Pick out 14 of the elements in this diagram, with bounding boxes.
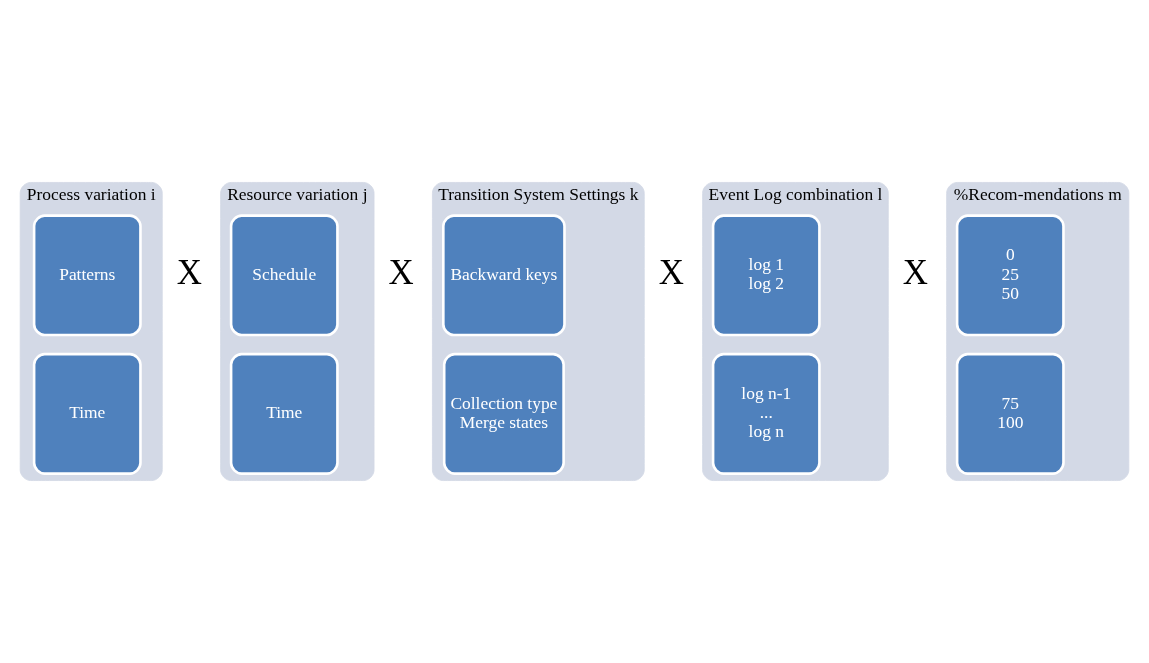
label: X [388,253,414,292]
node-box: 75 100 [955,352,1065,475]
node-box: log 1 log 2 [711,214,821,337]
node-box: Time [32,352,142,475]
label: X [902,253,928,292]
node-box: Schedule [229,214,339,337]
label: X [658,253,684,292]
node-box: log n-1 ... log n [711,352,821,475]
node-box: Backward keys [442,214,566,337]
node-box: 0 25 50 [955,214,1065,337]
label: X [176,253,202,292]
node-box: Time [229,352,339,475]
node-box: Collection type Merge states [442,352,565,475]
node-box: Patterns [32,214,142,337]
